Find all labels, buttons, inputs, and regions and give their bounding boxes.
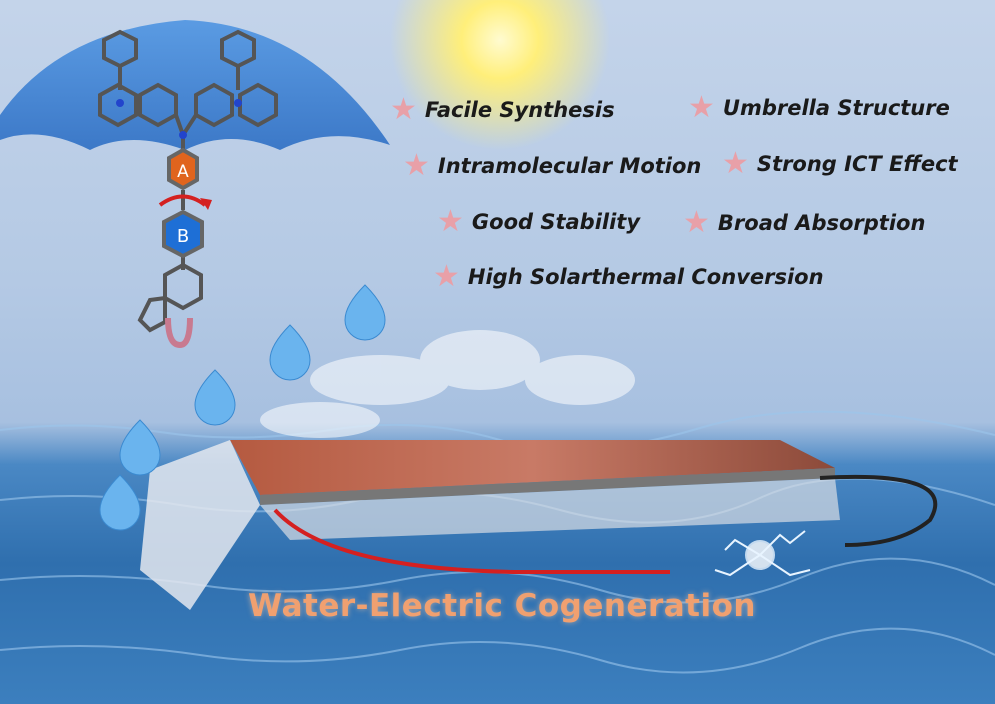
star-icon: ★	[437, 204, 464, 239]
figure-title: Water-Electric Cogeneration	[248, 588, 756, 624]
ring-a-label: A	[177, 162, 189, 182]
feature-label: Umbrella Structure	[722, 96, 950, 120]
electric-spark-icon	[714, 530, 811, 577]
absorber-slab	[230, 440, 835, 495]
sun-icon	[390, 0, 610, 150]
feature-label: High Solarthermal Conversion	[467, 265, 824, 289]
feature-high-solarthermal-conversion: ★ High Solarthermal Conversion	[433, 262, 824, 292]
evaporator-wick	[140, 440, 260, 610]
rotation-arrow-icon	[158, 194, 207, 207]
feature-good-stability: ★ Good Stability	[437, 207, 640, 237]
ring-b	[162, 209, 204, 259]
feature-label: Intramolecular Motion	[437, 154, 702, 178]
black-wire	[819, 474, 938, 547]
steam	[260, 330, 635, 438]
star-icon: ★	[390, 92, 417, 127]
umbrella-canopy	[0, 20, 390, 150]
feature-label: Broad Absorption	[717, 211, 926, 235]
device-base	[260, 478, 840, 540]
feature-label: Strong ICT Effect	[756, 152, 958, 176]
star-icon: ★	[683, 205, 710, 240]
star-icon: ★	[433, 259, 460, 294]
feature-label: Good Stability	[471, 210, 641, 234]
star-icon: ★	[403, 148, 430, 183]
red-wire	[273, 508, 670, 574]
star-icon: ★	[722, 146, 749, 181]
feature-strong-ict-effect: ★ Strong ICT Effect	[722, 149, 958, 179]
feature-intramolecular-motion: ★ Intramolecular Motion	[403, 151, 701, 181]
water-droplet-characters	[99, 284, 386, 531]
ring-a	[167, 147, 199, 191]
star-icon: ★	[688, 90, 715, 125]
feature-umbrella-structure: ★ Umbrella Structure	[688, 93, 950, 123]
feature-label: Facile Synthesis	[424, 98, 615, 122]
feature-facile-synthesis: ★ Facile Synthesis	[390, 95, 615, 125]
ring-b-label: B	[177, 226, 189, 247]
feature-broad-absorption: ★ Broad Absorption	[683, 208, 925, 238]
